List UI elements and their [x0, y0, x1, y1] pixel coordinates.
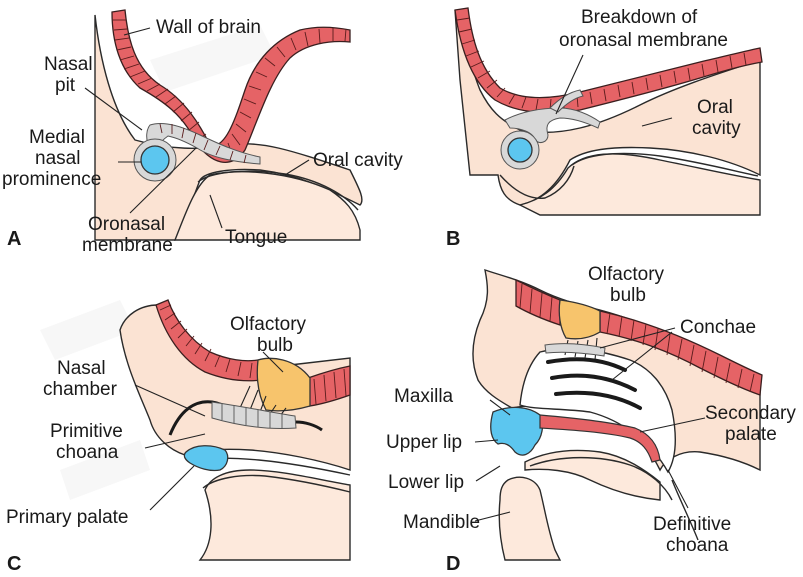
panel-d: Olfactory bulb Conchae Maxilla Secondary… — [386, 264, 796, 575]
label-primitive-c: Primitive — [50, 421, 123, 442]
label-medial: Medial — [29, 127, 85, 148]
label-tongue: Tongue — [225, 227, 287, 248]
label-membrane: membrane — [82, 235, 173, 256]
jaw-c — [200, 470, 350, 560]
label-upper-lip: Upper lip — [386, 432, 462, 453]
label-choana-c: choana — [56, 442, 119, 463]
label-conchae: Conchae — [680, 317, 756, 338]
label-breakdown-of: Breakdown of — [581, 7, 698, 28]
label-oral-b: Oral — [697, 97, 733, 118]
label-oral-cavity-a: Oral cavity — [313, 150, 403, 171]
label-olfactory-d: Olfactory — [588, 264, 665, 285]
medial-nasal-prominence-b — [508, 138, 532, 162]
label-pit: pit — [55, 75, 76, 96]
label-oronasal-membrane: oronasal membrane — [559, 30, 728, 51]
label-olfactory-c: Olfactory — [230, 314, 307, 335]
panel-letter-c: C — [7, 553, 21, 575]
label-prominence: prominence — [2, 169, 101, 190]
label-palate: palate — [725, 424, 777, 445]
panel-b: Breakdown of oronasal membrane Oral cavi… — [446, 7, 762, 250]
label-primary-palate: Primary palate — [6, 507, 129, 528]
label-chamber-c: chamber — [43, 379, 118, 400]
olfactory-bulb-d — [559, 300, 600, 339]
label-bulb-c: bulb — [257, 335, 293, 356]
label-wall-of-brain: Wall of brain — [156, 17, 261, 38]
mandible-d — [499, 477, 560, 560]
label-nasal-c: Nasal — [57, 358, 106, 379]
label-oronasal: Oronasal — [88, 214, 165, 235]
panel-letter-a: A — [7, 228, 21, 250]
panel-letter-b: B — [446, 228, 460, 250]
label-nasal: Nasal — [44, 54, 93, 75]
label-nasal-2: nasal — [35, 148, 80, 169]
label-secondary: Secondary — [705, 403, 796, 424]
label-mandible: Mandible — [403, 512, 480, 533]
medial-nasal-prominence-a — [141, 146, 169, 174]
label-definitive: Definitive — [653, 514, 731, 535]
label-choana-d: choana — [666, 535, 729, 556]
label-maxilla: Maxilla — [394, 386, 454, 407]
panel-letter-d: D — [446, 553, 460, 575]
label-lower-lip: Lower lip — [388, 472, 464, 493]
primary-palate-c — [184, 446, 227, 471]
maxilla-d — [491, 407, 543, 455]
label-bulb-d: bulb — [610, 285, 646, 306]
label-cavity-b: cavity — [692, 118, 741, 139]
